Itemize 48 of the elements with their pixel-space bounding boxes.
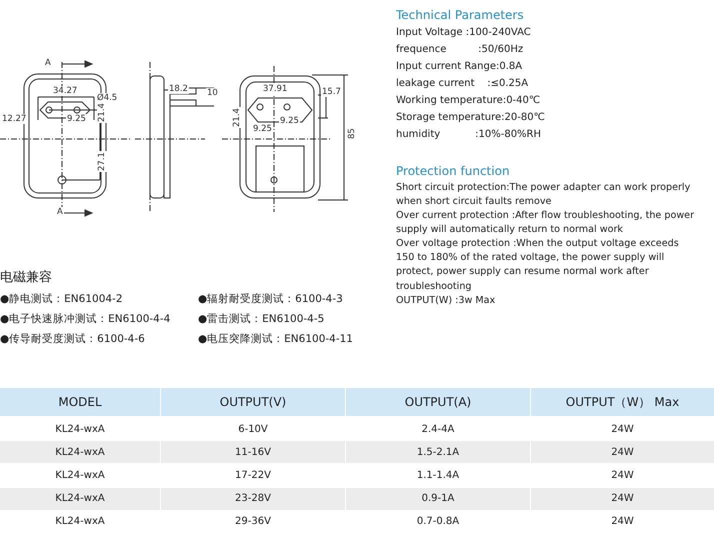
section-heading: 电磁兼容: [0, 269, 52, 286]
dimension-label: 12.27: [1, 114, 28, 124]
table-cell: 23-28V: [161, 488, 345, 510]
emc-test-line: ●辐射耐受度测试：6100-4-3: [198, 292, 343, 306]
emc-test-line: ●电子快速脉冲测试：EN6100-4-4: [0, 312, 170, 326]
dimension-label: 21.4: [97, 102, 107, 123]
spec-line: Working temperature:0-40℃: [396, 94, 540, 108]
protection-text: Short circuit protection:The power adapter can work properly when short circuit faults remove: [396, 181, 692, 210]
table-cell: 1.5-2.1A: [346, 441, 530, 464]
table-header-cell: OUTPUT（W） Max: [531, 388, 714, 416]
dimension-label: 37.91: [262, 84, 288, 94]
protection-text: Over voltage protection :When the output voltage exceeds 150 to 180% of the rated voltage, the power supply will protect, power supply can resume normal work after troubleshooting: [396, 237, 680, 294]
table-header-cell: OUTPUT(V): [161, 388, 345, 416]
dimension-label: Ø4.5: [96, 93, 118, 103]
table-header-cell: OUTPUT(A): [346, 388, 530, 416]
emc-test-line: ●电压突降测试：EN6100-4-11: [198, 332, 353, 346]
dimension-label: 21.4: [232, 107, 242, 128]
table-cell: 24W: [531, 488, 714, 510]
dimension-label: 34.27: [52, 86, 78, 96]
spec-line: Input current Range:0.8A: [396, 60, 522, 74]
table-cell: 11-16V: [161, 441, 345, 464]
dimension-label: 15.7: [321, 87, 342, 97]
emc-test-line: ●传导耐受度测试：6100-4-6: [0, 332, 145, 346]
dimension-label: 9.25: [279, 116, 300, 126]
dimension-label: 9.25: [66, 114, 87, 124]
section-mark: A: [44, 58, 52, 68]
spec-line: leakage current :≤0.25A: [396, 77, 528, 91]
dimension-label: 10: [206, 88, 219, 98]
table-header-cell: MODEL: [0, 388, 160, 416]
protection-text: OUTPUT(W) :3w Max: [396, 294, 496, 308]
section-heading: Protection function: [396, 164, 510, 178]
dimension-label: 85: [347, 127, 357, 140]
spec-line: humidity :10%-80%RH: [396, 128, 542, 142]
spec-line: Storage temperature:20-80℃: [396, 111, 545, 125]
dimension-label: 18.2: [168, 84, 189, 94]
spec-line: Input Voltage :100-240VAC: [396, 26, 531, 40]
emc-test-line: ●雷击测试：EN6100-4-5: [198, 312, 324, 326]
protection-text: Over current protection :After flow troubleshooting, the power supply will automatically return to normal work: [396, 209, 696, 238]
section-heading: Technical Parameters: [396, 8, 524, 22]
table-cell: 0.9-1A: [346, 488, 530, 510]
section-mark: A: [56, 207, 64, 217]
dimension-label: 27.1: [97, 151, 107, 172]
table-cell: 24W: [531, 441, 714, 464]
table-cell: KL24-wxA: [0, 488, 160, 510]
table-cell: KL24-wxA: [0, 441, 160, 464]
spec-line: frequence :50/60Hz: [396, 43, 524, 57]
emc-test-line: ●静电测试：EN61004-2: [0, 292, 123, 306]
dimension-label: 9.25: [252, 124, 273, 134]
